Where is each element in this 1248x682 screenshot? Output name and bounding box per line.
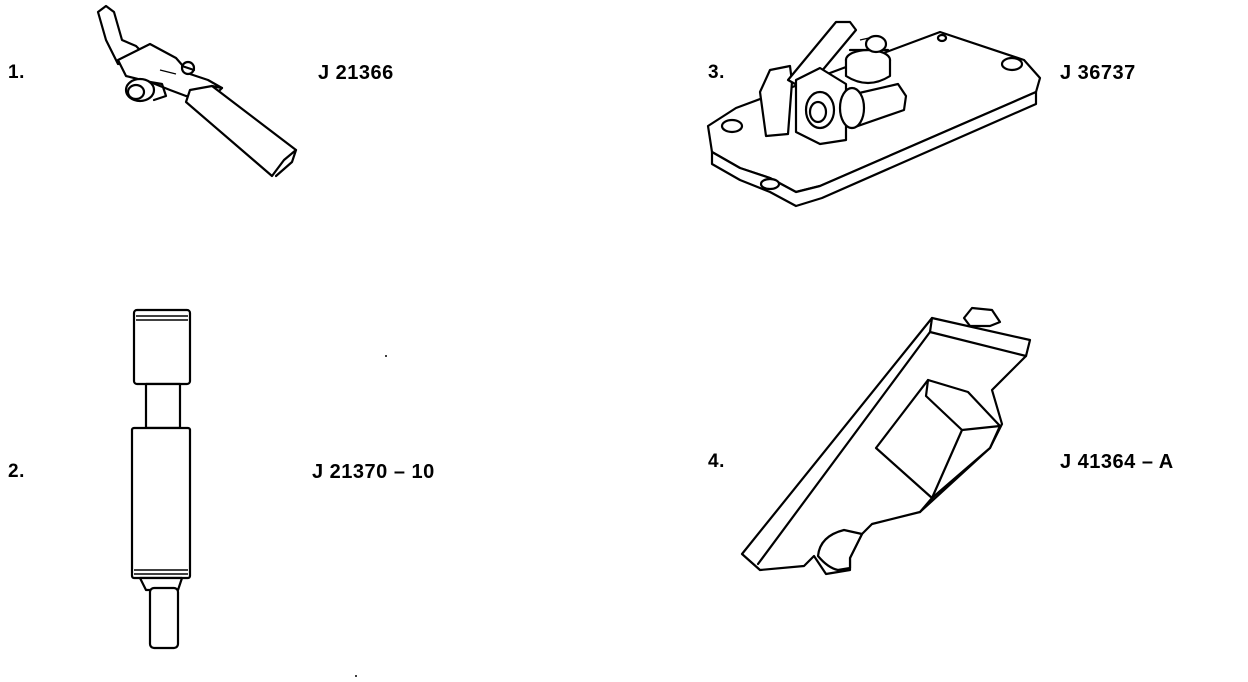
tool-4-number: 4. xyxy=(708,451,725,472)
tool-3-part-number: J 36737 xyxy=(1060,62,1136,84)
tool-2-number: 2. xyxy=(8,461,25,482)
tool-4-part-number: J 41364 – A xyxy=(1060,451,1174,473)
tool-1-number: 1. xyxy=(8,62,25,83)
tool-2-part-number: J 21370 – 10 xyxy=(312,461,435,483)
tool-3-number: 3. xyxy=(708,62,725,83)
tool-1-part-number: J 21366 xyxy=(318,62,394,84)
